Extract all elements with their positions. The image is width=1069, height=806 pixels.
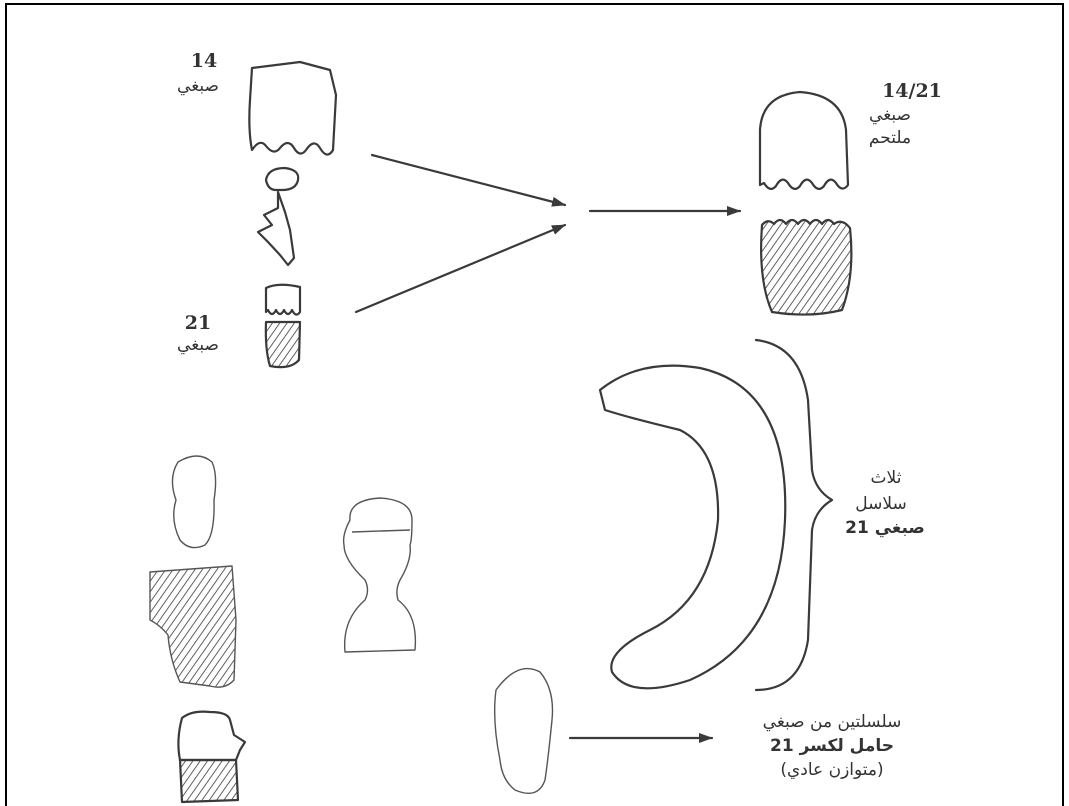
- label-fused-word1: صبغي: [850, 105, 930, 125]
- label-chromosome-14-number: 14: [174, 50, 234, 72]
- chromosome-bottom-body: [150, 566, 236, 687]
- label-three-chains-word2: سلاسل: [836, 494, 926, 514]
- chromosome-lower-middle: [495, 669, 553, 794]
- fused-chromosome-head: [760, 92, 848, 189]
- chromosome-bottom-head: [172, 456, 215, 548]
- label-fused-word2: ملتحم: [850, 128, 930, 148]
- label-three-chains-word3: صبغي 21: [830, 518, 940, 538]
- fused-chromosome-body: [761, 220, 851, 315]
- chromosome-lower-left-bottom: [180, 760, 238, 802]
- label-chromosome-14-word: صبغي: [158, 76, 238, 96]
- chromosome-lower-left-top: [178, 712, 245, 760]
- arrow-21-to-fusion: [356, 225, 565, 312]
- chromosome-14-head: [249, 62, 336, 155]
- chromosome-21-long-arm: [266, 322, 300, 367]
- label-chromosome-21-word: صبغي: [158, 335, 238, 355]
- label-chromosome-21-number: 21: [168, 312, 228, 334]
- label-carrier-line1: سلسلتين من صبغي: [742, 712, 922, 732]
- chromosome-14-satellite: [266, 168, 298, 190]
- label-carrier-line3: (متوازن عادي): [742, 760, 922, 780]
- chromosome-21-short-arm: [266, 285, 300, 315]
- label-carrier-line2: حامل لكسر 21: [742, 736, 922, 756]
- arrow-14-to-fusion: [372, 155, 565, 205]
- label-fused-number: 14/21: [862, 80, 962, 102]
- curved-chromosome: [600, 366, 785, 689]
- brace-three-chains: [756, 340, 832, 690]
- chromosome-middle-centromere: [352, 530, 410, 532]
- label-three-chains-word1: ثلاث: [846, 468, 926, 488]
- chromosome-14-arm: [258, 192, 294, 265]
- chromosome-middle-outline: [344, 498, 416, 652]
